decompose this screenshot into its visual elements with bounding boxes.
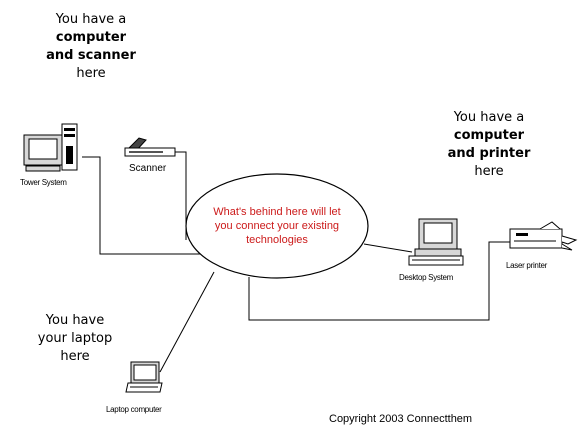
- callout-line-bold: and printer: [447, 146, 531, 161]
- desktop-system-label: Desktop System: [399, 273, 454, 282]
- callout-line: You have: [45, 313, 105, 328]
- laser-printer-icon: [509, 221, 578, 251]
- laptop-icon: [125, 361, 163, 393]
- tower-system-label: Tower System: [20, 178, 67, 187]
- connection-lines: [82, 151, 510, 373]
- callout-line: here: [60, 349, 90, 364]
- laser-printer-label: Laser printer: [506, 261, 548, 270]
- laptop-computer-label: Laptop computer: [106, 405, 162, 414]
- hub-ellipse: [185, 173, 369, 279]
- callout-scanner-computer: You have a computer and scanner here: [30, 11, 152, 83]
- desktop-connection: [363, 243, 413, 253]
- scanner-label: Scanner: [129, 163, 167, 174]
- callout-line: here: [474, 164, 504, 179]
- hub-text-line: you connect your existing: [214, 220, 340, 232]
- hub-text-line: technologies: [246, 234, 308, 246]
- desktop-computer-icon: [408, 218, 464, 266]
- tower-connection: [82, 156, 204, 255]
- scanner-connection: [175, 151, 187, 240]
- callout-line: here: [76, 66, 106, 81]
- callout-laptop: You have your laptop here: [20, 312, 130, 366]
- callout-line: You have a: [453, 110, 525, 125]
- hub-text-line: What's behind here will let: [213, 206, 341, 218]
- callout-line-bold: computer: [453, 128, 525, 143]
- callout-line: your laptop: [37, 331, 113, 346]
- scanner-icon: [124, 137, 176, 157]
- hub-text: What's behind here will let you connect …: [188, 205, 366, 247]
- tower-computer-icon: [23, 123, 78, 172]
- callout-line-bold: computer: [55, 30, 127, 45]
- callout-line-bold: and scanner: [46, 48, 136, 63]
- laptop-connection: [159, 271, 215, 373]
- callout-line: You have a: [55, 12, 127, 27]
- printer-connection: [248, 241, 510, 321]
- callout-printer-computer: You have a computer and printer here: [428, 109, 550, 181]
- copyright-notice: Copyright 2003 Connectthem: [329, 413, 473, 425]
